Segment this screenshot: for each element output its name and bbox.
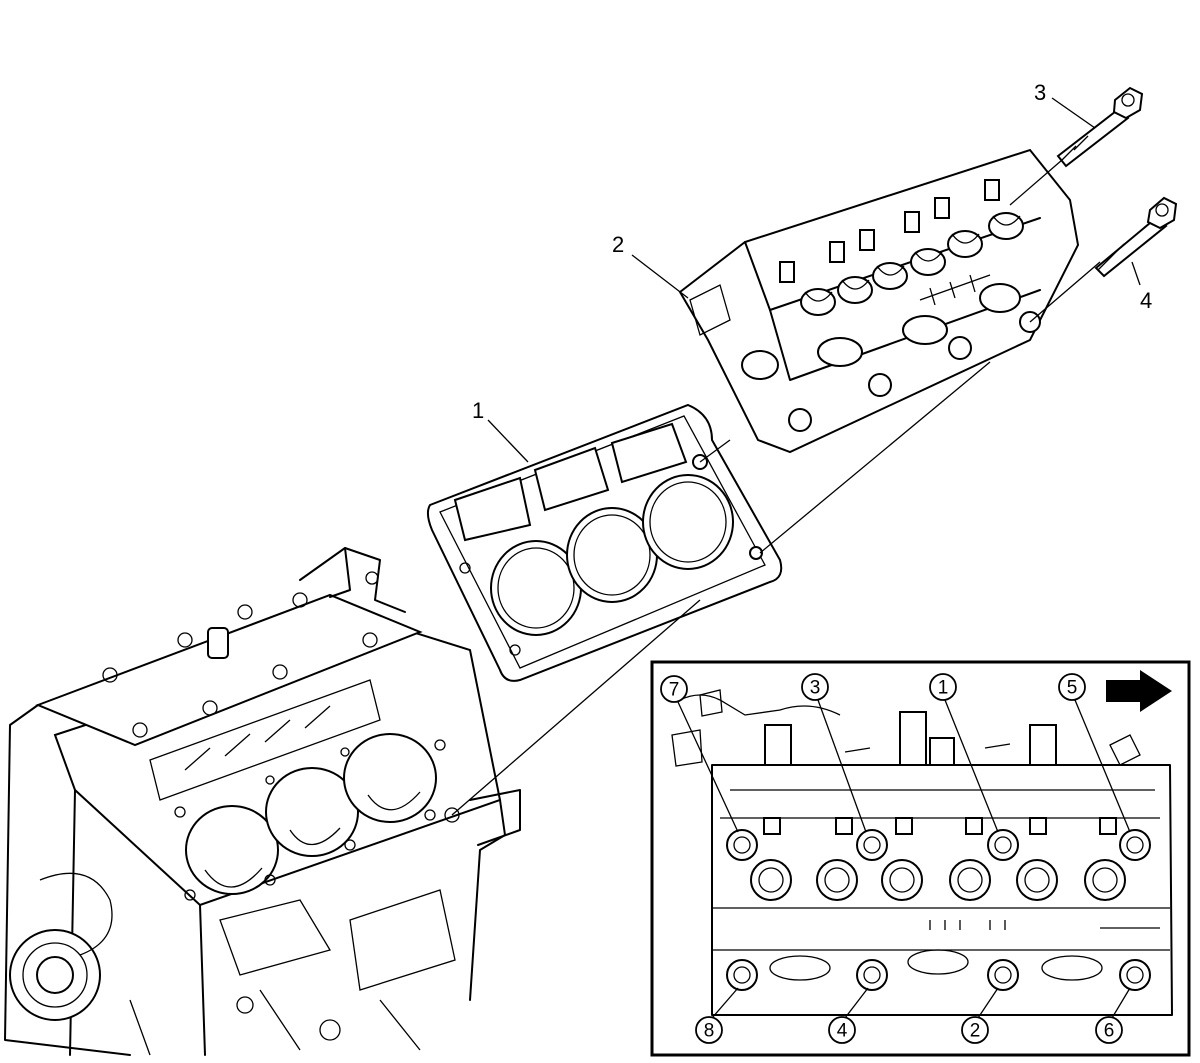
alignment-lines: [451, 159, 1101, 816]
sequence-marker-bottom-2: 4: [828, 1016, 856, 1044]
engine-block: [4, 547, 521, 1056]
head-bolt-lower: [1094, 196, 1178, 278]
tightening-sequence-inset: 7 3 1 5 8 4 2 6: [650, 660, 1191, 1057]
svg-text:2: 2: [612, 232, 624, 257]
svg-text:7: 7: [669, 680, 680, 701]
sequence-marker-top-1: 7: [660, 675, 688, 703]
callout-cylinder-head: 2: [612, 232, 689, 299]
callout-gasket: 1: [472, 398, 529, 463]
svg-text:1: 1: [938, 678, 949, 699]
sequence-marker-bottom-1: 8: [695, 1016, 723, 1044]
svg-text:4: 4: [837, 1021, 848, 1042]
svg-text:4: 4: [1140, 288, 1152, 313]
head-gasket: [426, 403, 783, 682]
svg-text:6: 6: [1104, 1021, 1115, 1042]
cylinder-head: [678, 148, 1080, 454]
callout-bolt-lower: 4: [1131, 261, 1152, 313]
sequence-marker-top-2: 3: [801, 673, 829, 701]
sequence-marker-bottom-4: 6: [1095, 1016, 1123, 1044]
callout-bolt-upper: 3: [1034, 80, 1096, 129]
svg-text:2: 2: [970, 1021, 981, 1042]
sequence-marker-top-3: 1: [929, 673, 957, 701]
sequence-marker-top-4: 5: [1058, 673, 1086, 701]
svg-text:5: 5: [1067, 678, 1078, 699]
svg-text:3: 3: [810, 678, 821, 699]
arrow-right-icon: [1106, 670, 1172, 712]
head-bolt-upper: [1056, 86, 1144, 168]
sequence-marker-bottom-3: 2: [961, 1016, 989, 1044]
svg-text:8: 8: [704, 1021, 715, 1042]
svg-text:3: 3: [1034, 80, 1046, 105]
svg-text:1: 1: [472, 398, 484, 423]
